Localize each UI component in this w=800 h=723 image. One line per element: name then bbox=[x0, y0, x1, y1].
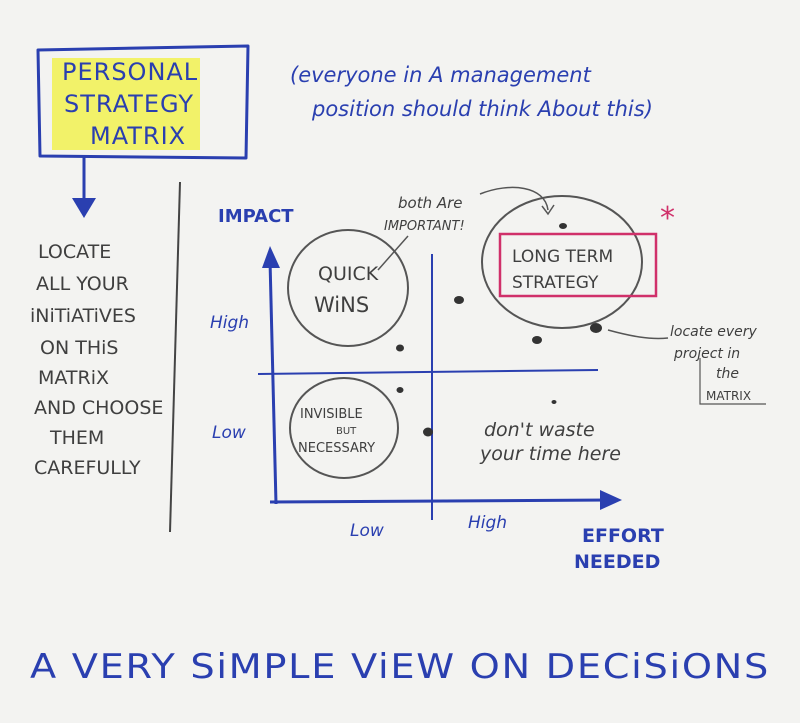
x-high-label: High bbox=[468, 513, 507, 533]
instructions-line-3: iNiTiATiVES bbox=[30, 305, 136, 327]
project-dot bbox=[454, 296, 464, 304]
y-high-label: High bbox=[210, 313, 249, 333]
instructions-line-6: AND CHOOSE bbox=[34, 397, 163, 419]
long-term-box bbox=[498, 232, 658, 298]
vertical-separator bbox=[169, 181, 181, 533]
dont-waste-line-2: your time here bbox=[479, 443, 621, 465]
locate-note-line-3: the bbox=[716, 366, 739, 382]
instructions-line-7: THEM bbox=[49, 427, 104, 449]
y-axis bbox=[268, 259, 278, 505]
title-line-1: PERSONAL bbox=[62, 58, 198, 86]
invisible-line-3: NECESSARY bbox=[298, 441, 375, 456]
title-highlight bbox=[52, 58, 200, 150]
top-note-line-1: (everyone in A management bbox=[290, 63, 592, 87]
invisible-line-2: BUT bbox=[336, 426, 357, 437]
project-dot bbox=[532, 336, 542, 344]
instructions-line-1: LOCATE bbox=[38, 241, 111, 263]
title-box-border bbox=[36, 44, 250, 160]
long-term-circle bbox=[481, 195, 643, 329]
matrix: IMPACT EFFORT NEEDED High Low Low High Q… bbox=[210, 186, 766, 573]
x-axis bbox=[269, 498, 611, 504]
top-note-line-2: position should think About this) bbox=[311, 97, 653, 121]
y-axis-label: IMPACT bbox=[218, 206, 294, 227]
y-low-label: Low bbox=[212, 423, 246, 443]
instructions-line-5: MATRiX bbox=[38, 367, 109, 389]
footer-title: A VERY SiMPLE ViEW ON DECiSiONS bbox=[30, 647, 770, 687]
project-dot bbox=[559, 223, 567, 229]
y-axis-arrow-icon bbox=[262, 246, 280, 268]
pointer-to-quick-wins bbox=[377, 235, 409, 271]
locate-note-line-2: project in bbox=[673, 346, 740, 362]
dont-waste-line-1: don't waste bbox=[484, 419, 595, 441]
project-dot bbox=[396, 344, 404, 352]
title-line-3: MATRIX bbox=[90, 122, 186, 150]
long-term-line-2: STRATEGY bbox=[512, 273, 599, 293]
instructions-line-4: ON THiS bbox=[40, 337, 118, 359]
quick-wins-circle bbox=[287, 229, 409, 347]
long-term-line-1: LONG TERM bbox=[512, 247, 613, 267]
both-important-line-2: IMPORTANT! bbox=[384, 219, 465, 234]
x-low-label: Low bbox=[350, 521, 384, 541]
locate-note-line-4: MATRIX bbox=[706, 389, 751, 403]
title-box: PERSONAL STRATEGY MATRIX bbox=[36, 44, 250, 160]
locate-bracket bbox=[699, 358, 766, 405]
quick-wins-line-2: WiNS bbox=[314, 293, 369, 317]
instructions-line-8: CAREFULLY bbox=[34, 457, 141, 479]
x-axis-arrow-icon bbox=[600, 490, 622, 510]
pointer-to-long-term bbox=[479, 186, 549, 211]
both-important-line-1: both Are bbox=[398, 194, 463, 212]
title-line-2: STRATEGY bbox=[64, 90, 194, 118]
invisible-circle bbox=[289, 377, 399, 479]
project-dot bbox=[396, 387, 404, 393]
x-axis-label-line-1: EFFORT bbox=[582, 525, 664, 547]
pointer-arrow-icon bbox=[541, 204, 555, 216]
locate-pointer bbox=[607, 329, 669, 340]
quick-wins-line-1: QUICK bbox=[318, 263, 379, 285]
x-axis-label-line-2: NEEDED bbox=[574, 551, 660, 573]
star-icon: * bbox=[660, 201, 675, 236]
project-dot bbox=[590, 323, 602, 333]
invisible-line-1: INVISIBLE bbox=[300, 407, 363, 422]
horizontal-divider bbox=[257, 369, 599, 375]
project-dot bbox=[551, 400, 557, 404]
project-dot bbox=[423, 427, 433, 437]
down-arrow-icon bbox=[72, 156, 96, 218]
top-note: (everyone in A management position shoul… bbox=[290, 63, 653, 121]
instructions: LOCATE ALL YOUR iNiTiATiVES ON THiS MATR… bbox=[30, 241, 163, 479]
locate-note-line-1: locate every bbox=[670, 324, 758, 340]
instructions-line-2: ALL YOUR bbox=[36, 273, 129, 295]
